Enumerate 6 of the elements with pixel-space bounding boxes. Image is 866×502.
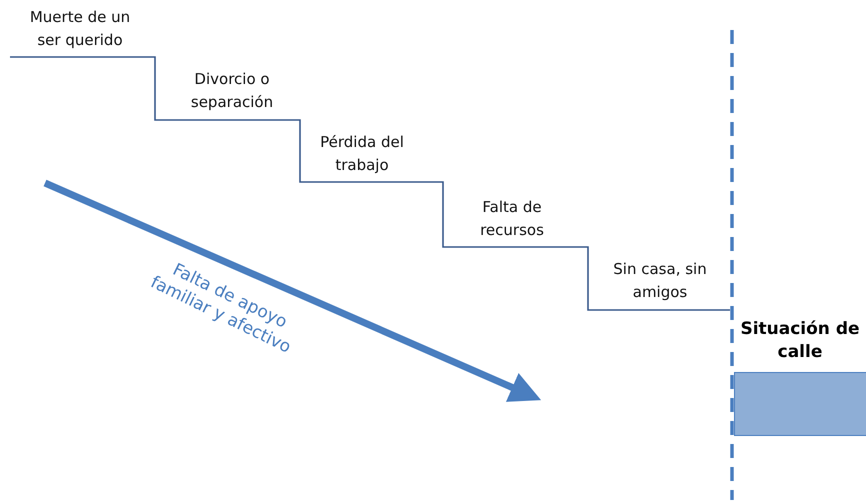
status-heading: Situación de calle: [739, 318, 861, 364]
step-label: Falta de recursos: [479, 197, 545, 241]
step-label: Pérdida del trabajo: [319, 132, 405, 176]
step-label: Muerte de un ser querido: [28, 7, 132, 51]
step-label: Divorcio o separación: [190, 69, 274, 113]
step-label: Sin casa, sin amigos: [612, 259, 708, 303]
